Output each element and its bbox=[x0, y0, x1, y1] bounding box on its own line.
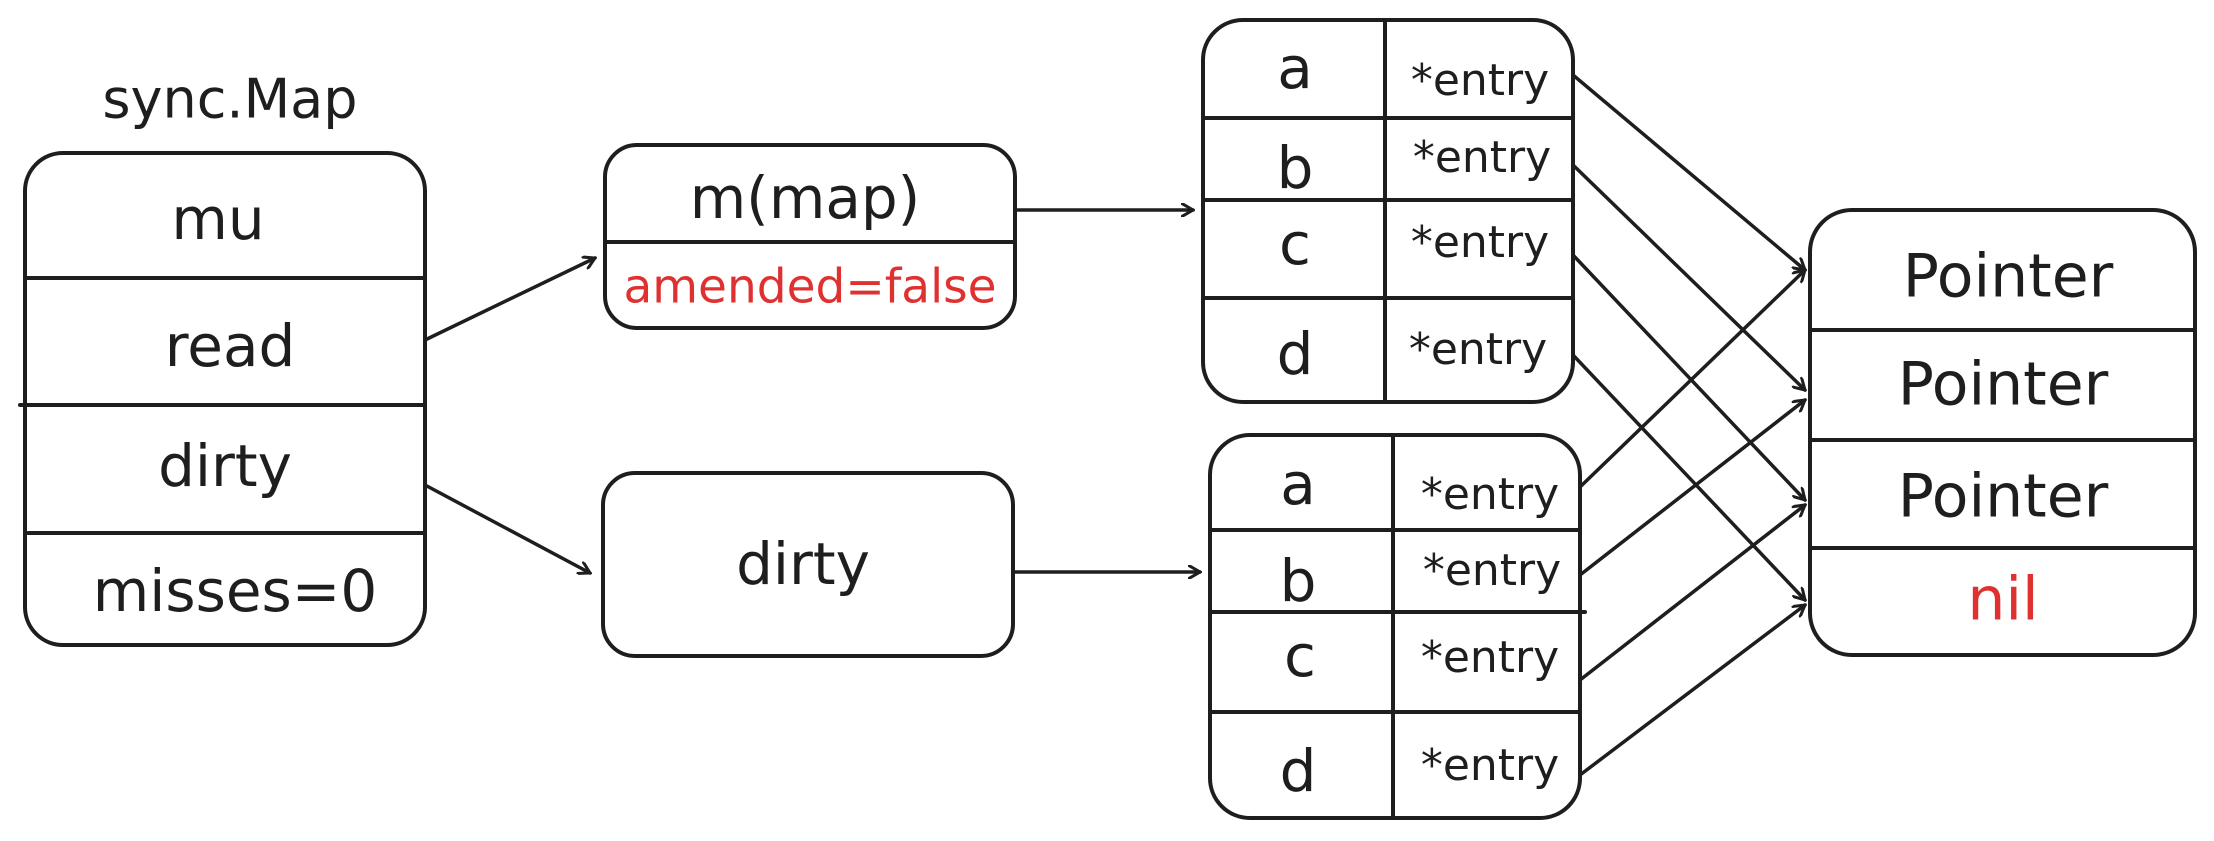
arrow-dirty-a bbox=[1578, 270, 1805, 489]
field-dirty: dirty bbox=[158, 432, 292, 500]
arrow-read-d bbox=[1571, 353, 1805, 600]
read-entry-b: *entry bbox=[1413, 132, 1551, 183]
dirty-key-d: d bbox=[1280, 737, 1317, 805]
read-entry-c: *entry bbox=[1411, 217, 1549, 268]
dirty-key-a: a bbox=[1280, 450, 1316, 518]
field-read: read bbox=[165, 312, 296, 380]
pointer-1: Pointer bbox=[1903, 242, 2114, 312]
read-entry-d: *entry bbox=[1409, 324, 1547, 375]
read-struct: m(map) amended=false bbox=[603, 143, 1017, 330]
arrow-read-b bbox=[1571, 163, 1805, 390]
field-mu: mu bbox=[171, 185, 264, 253]
arrow-dirty-c bbox=[1578, 505, 1805, 682]
read-key-a: a bbox=[1277, 34, 1313, 102]
dirty-entry-a: *entry bbox=[1421, 469, 1559, 520]
read-struct-box bbox=[603, 143, 1017, 330]
read-key-b: b bbox=[1277, 134, 1314, 202]
pointer-2: Pointer bbox=[1898, 350, 2109, 420]
read-key-c: c bbox=[1279, 210, 1311, 278]
pointers-table: Pointer Pointer Pointer nil bbox=[1808, 208, 2197, 657]
read-map-table: a b c d *entry *entry *entry *entry bbox=[1201, 18, 1575, 404]
dirty-key-b: b bbox=[1280, 547, 1317, 615]
dirty-entry-d: *entry bbox=[1421, 740, 1559, 791]
read-entry-a: *entry bbox=[1411, 55, 1549, 106]
amended-label: amended=false bbox=[623, 260, 996, 315]
dirty-entry-b: *entry bbox=[1423, 545, 1561, 596]
arrow-read-to-struct bbox=[423, 258, 595, 342]
dirty-struct: dirty bbox=[601, 471, 1015, 658]
arrow-dirty-b bbox=[1578, 400, 1805, 577]
arrow-read-c bbox=[1571, 253, 1805, 500]
pointers-box bbox=[1808, 208, 2197, 657]
dirty-box bbox=[601, 471, 1015, 658]
dirty-map-table: a b c d *entry *entry *entry *entry bbox=[1208, 433, 1587, 820]
dirty-entry-c: *entry bbox=[1421, 632, 1559, 683]
pointer-3: Pointer bbox=[1898, 462, 2109, 532]
read-map-box bbox=[1201, 18, 1575, 404]
sync-map-title: sync.Map bbox=[102, 68, 357, 131]
pointer-nil: nil bbox=[1967, 565, 2038, 635]
sync-map-struct: mu read dirty misses=0 bbox=[18, 151, 427, 647]
read-m-map-label: m(map) bbox=[690, 164, 921, 232]
read-key-d: d bbox=[1277, 320, 1314, 388]
field-misses: misses=0 bbox=[93, 557, 377, 625]
arrow-dirty-d bbox=[1578, 605, 1805, 777]
arrow-dirty-to-box bbox=[423, 483, 590, 573]
dirty-box-label: dirty bbox=[736, 530, 870, 598]
arrows bbox=[423, 73, 1805, 777]
dirty-key-c: c bbox=[1284, 622, 1316, 690]
arrow-read-a bbox=[1571, 73, 1805, 270]
